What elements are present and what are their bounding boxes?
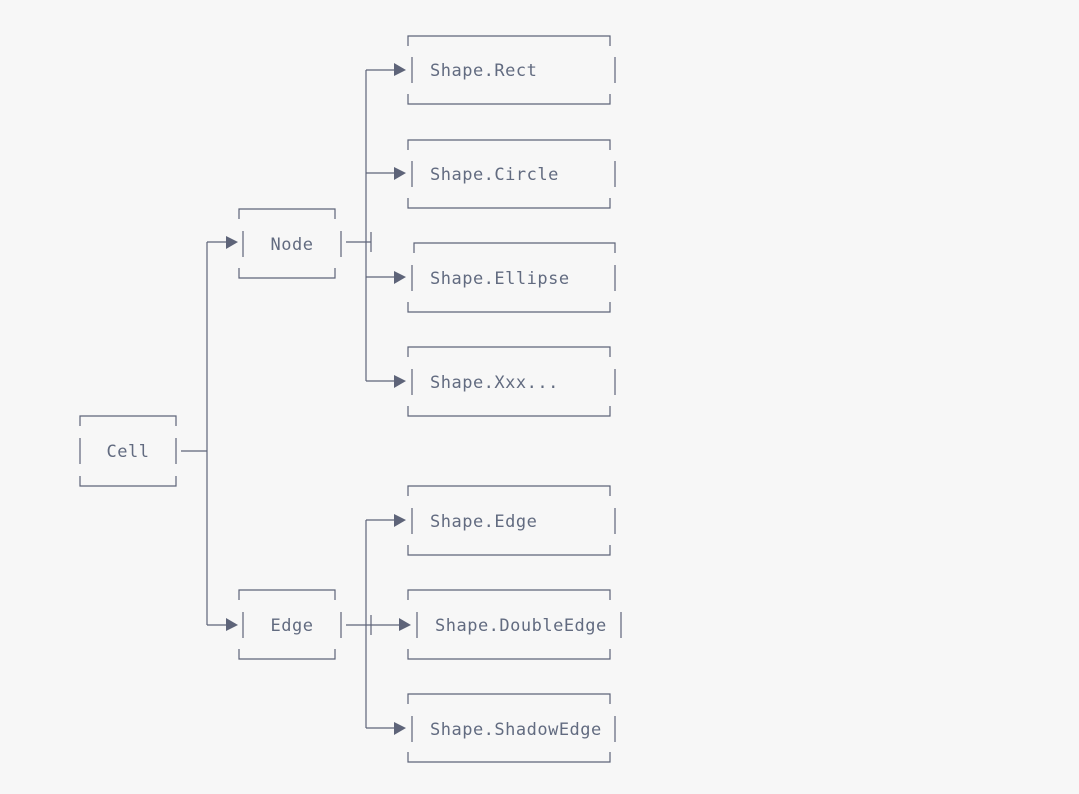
connector-edge-children	[346, 519, 400, 729]
arrow-to-shape-rect	[394, 63, 406, 76]
arrow-to-edge	[226, 618, 238, 631]
shape-rect-label: Shape.Rect	[430, 61, 537, 81]
edge-box: Edge	[238, 589, 342, 660]
shape-edge-box: Shape.Edge	[407, 485, 616, 556]
shape-shadow-edge-box: Shape.ShadowEdge	[407, 693, 616, 763]
arrow-to-shape-circle	[394, 167, 406, 180]
connector-cell-children	[181, 241, 228, 626]
arrow-to-shape-shadow-edge	[394, 722, 406, 735]
arrow-to-node	[226, 236, 238, 249]
shape-double-edge-box: Shape.DoubleEdge	[407, 589, 622, 660]
arrow-to-shape-ellipse	[394, 271, 406, 284]
arrow-to-shape-edge	[394, 514, 406, 527]
shape-circle-box: Shape.Circle	[407, 139, 616, 209]
shape-edge-label: Shape.Edge	[430, 512, 537, 532]
node-box: Node	[238, 208, 342, 279]
connector-node-children	[346, 69, 396, 382]
shape-ellipse-box: Shape.Ellipse	[407, 242, 616, 313]
arrow-to-shape-xxx	[394, 375, 406, 388]
shape-xxx-box: Shape.Xxx...	[407, 346, 616, 417]
shape-double-edge-label: Shape.DoubleEdge	[435, 616, 607, 636]
cell-label: Cell	[107, 442, 150, 462]
shape-shadow-edge-label: Shape.ShadowEdge	[430, 720, 602, 740]
edge-label: Edge	[271, 616, 314, 636]
node-label: Node	[271, 235, 314, 255]
arrow-to-shape-double-edge	[399, 618, 411, 631]
shape-circle-label: Shape.Circle	[430, 165, 559, 185]
shape-xxx-label: Shape.Xxx...	[430, 373, 559, 393]
cell-box: Cell	[79, 415, 177, 487]
shape-ellipse-label: Shape.Ellipse	[430, 269, 570, 289]
shape-rect-box: Shape.Rect	[407, 35, 616, 105]
